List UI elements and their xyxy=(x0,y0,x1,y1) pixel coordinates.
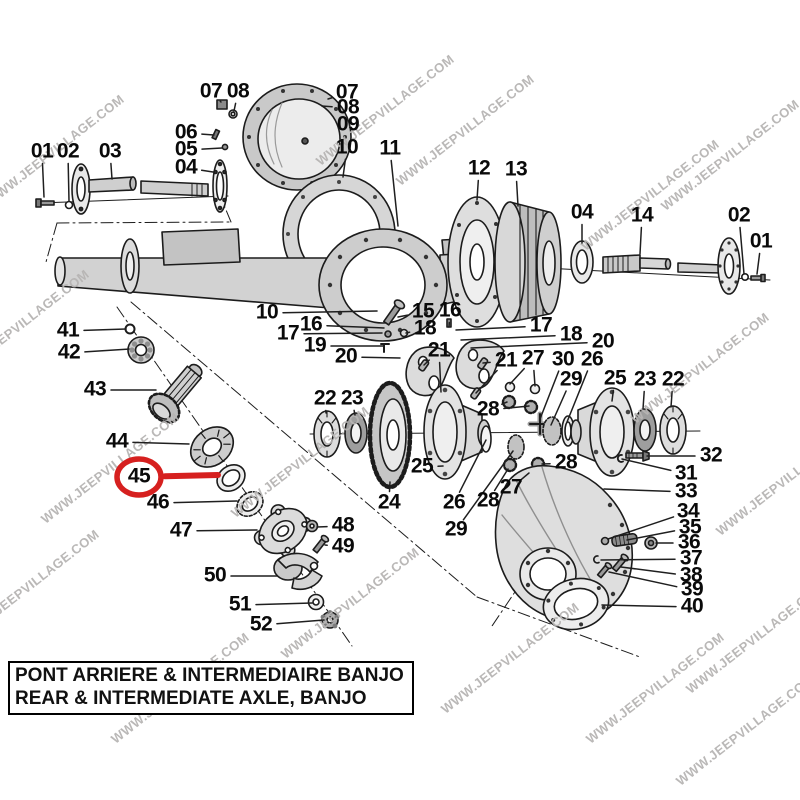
part-label-28: 28 xyxy=(476,488,500,512)
part-label-20: 20 xyxy=(591,329,615,353)
part-label-09: 09 xyxy=(336,112,360,136)
part-label-37: 37 xyxy=(679,546,703,570)
part-label-14: 14 xyxy=(630,203,654,227)
part-label-23: 23 xyxy=(633,367,657,391)
part-label-34: 34 xyxy=(676,499,700,523)
part-label-26: 26 xyxy=(580,347,604,371)
part-label-31: 31 xyxy=(674,461,698,485)
part-label-17: 17 xyxy=(529,313,553,337)
part-label-35: 35 xyxy=(678,515,702,539)
part-label-28: 28 xyxy=(476,397,500,421)
part-label-25: 25 xyxy=(603,366,627,390)
part-label-41: 41 xyxy=(56,318,80,342)
caption-box: PONT ARRIERE & INTERMEDIAIRE BANJO REAR … xyxy=(8,661,414,715)
part-label-26: 26 xyxy=(442,490,466,514)
part-label-17: 17 xyxy=(276,321,300,345)
part-label-25: 25 xyxy=(410,454,434,478)
part-label-03: 03 xyxy=(98,139,122,163)
part-label-29: 29 xyxy=(444,517,468,541)
part-label-16: 16 xyxy=(299,312,323,336)
part-label-45: 45 xyxy=(127,464,151,488)
part-label-07: 07 xyxy=(199,79,223,103)
part-label-06: 06 xyxy=(174,120,198,144)
part-label-52: 52 xyxy=(249,612,273,636)
part-label-48: 48 xyxy=(331,513,355,537)
part-label-49: 49 xyxy=(331,534,355,558)
part-label-08: 08 xyxy=(226,79,250,103)
part-label-15: 15 xyxy=(411,299,435,323)
part-label-07: 07 xyxy=(335,80,359,104)
part-label-21: 21 xyxy=(494,348,518,372)
part-label-28: 28 xyxy=(554,450,578,474)
part-label-36: 36 xyxy=(677,530,701,554)
part-label-12: 12 xyxy=(467,156,491,180)
part-label-22: 22 xyxy=(661,367,685,391)
part-label-13: 13 xyxy=(504,157,528,181)
caption-line-fr: PONT ARRIERE & INTERMEDIAIRE BANJO xyxy=(15,665,404,686)
part-label-04: 04 xyxy=(570,200,594,224)
part-label-19: 19 xyxy=(303,333,327,357)
part-label-08: 08 xyxy=(336,95,360,119)
part-label-24: 24 xyxy=(377,490,401,514)
part-label-20: 20 xyxy=(334,344,358,368)
part-label-42: 42 xyxy=(57,340,81,364)
part-label-11: 11 xyxy=(379,136,401,160)
part-label-27: 27 xyxy=(499,475,523,499)
part-label-02: 02 xyxy=(727,203,751,227)
part-label-02: 02 xyxy=(56,139,80,163)
part-label-21: 21 xyxy=(427,338,451,362)
part-label-27: 27 xyxy=(521,346,545,370)
part-label-47: 47 xyxy=(169,518,193,542)
part-label-18: 18 xyxy=(413,316,437,340)
part-label-40: 40 xyxy=(680,594,704,618)
part-label-33: 33 xyxy=(674,479,698,503)
part-label-01: 01 xyxy=(749,229,773,253)
part-label-50: 50 xyxy=(203,563,227,587)
part-label-05: 05 xyxy=(174,137,198,161)
part-label-32: 32 xyxy=(699,443,723,467)
part-label-04: 04 xyxy=(174,155,198,179)
part-label-38: 38 xyxy=(679,563,703,587)
part-label-39: 39 xyxy=(680,577,704,601)
part-label-18: 18 xyxy=(559,322,583,346)
part-label-16: 16 xyxy=(438,298,462,322)
part-label-51: 51 xyxy=(228,592,252,616)
caption-line-en: REAR & INTERMEDIATE AXLE, BANJO xyxy=(15,688,367,709)
part-label-30: 30 xyxy=(551,347,575,371)
part-label-23: 23 xyxy=(340,386,364,410)
part-label-10: 10 xyxy=(335,135,359,159)
part-label-10: 10 xyxy=(255,300,279,324)
part-label-22: 22 xyxy=(313,386,337,410)
part-label-29: 29 xyxy=(559,367,583,391)
part-label-01: 01 xyxy=(30,139,54,163)
part-label-46: 46 xyxy=(146,490,170,514)
part-label-44: 44 xyxy=(105,429,129,453)
part-label-43: 43 xyxy=(83,377,107,401)
